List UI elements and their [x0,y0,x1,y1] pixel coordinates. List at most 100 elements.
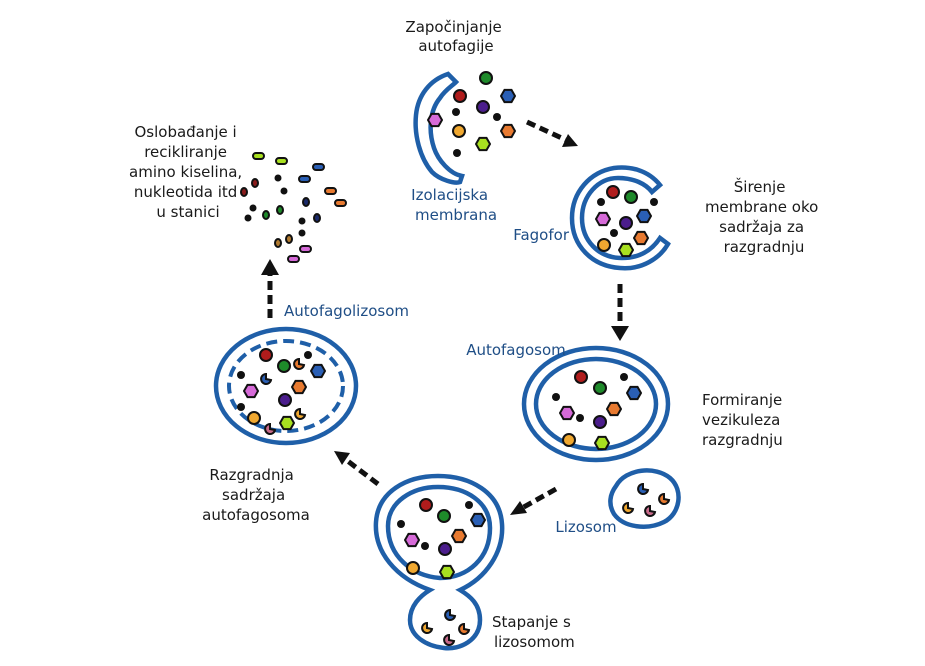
molecule-blue [298,175,311,183]
enzyme-rose [443,633,456,646]
label-expansion: Širenje membrane oko sadržaja za razgrad… [705,177,823,256]
cargo-black [465,501,473,509]
cargo-blue-hex [626,385,642,401]
cargo-black [597,198,605,206]
molecule-navy [313,213,321,223]
cargo-green [624,190,638,204]
cargo-blue-hex [636,208,652,224]
cargo-blue-hex [470,512,486,528]
autophagosome-inner-membrane [533,356,659,452]
enzyme-orange [458,622,471,635]
cargo-black [610,229,618,237]
cargo-yellow [406,561,420,575]
molecule-brown [274,238,282,248]
label-autophagosome: Autofagosom [466,341,566,359]
cargo-orange-hex [451,528,467,544]
cargo-black [237,403,245,411]
molecule-black [298,229,306,237]
molecule-black [298,217,306,225]
cargo-blue-hex [500,88,516,104]
cargo-purple [593,415,607,429]
arrow-expansion-to-vesicle [611,284,629,341]
enzyme-rose [264,422,277,435]
molecule-lime [252,152,265,160]
cargo-black [421,542,429,550]
cargo-purple [278,393,292,407]
label-isolation-membrane: Izolacijska membrana [411,186,497,224]
lysosome-membrane [608,468,681,529]
arrow-degradation-to-release [261,259,279,318]
cargo-lime-hex [618,242,634,258]
cargo-yellow [597,238,611,252]
autolysosome-group [213,326,359,446]
label-phagophore: Fagofor [513,226,570,244]
cargo-orange-hex [633,230,649,246]
enzyme-blue [260,372,273,385]
cargo-black [576,414,584,422]
autolysosome-inner-membrane [227,339,345,433]
label-lysosome: Lizosom [555,518,616,536]
cargo-black [620,373,628,381]
cargo-orange-hex [500,123,516,139]
cargo-green [479,71,493,85]
enzyme-yellow [294,407,307,420]
cargo-pink-hex [243,383,259,399]
released-molecules [240,152,347,263]
autophagosome-group [521,345,671,463]
enzyme-yellow [622,501,635,514]
cargo-pink-hex [404,532,420,548]
phagophore-membrane [569,165,671,271]
enzyme-rose [644,504,657,517]
cargo-red [606,185,620,199]
cargo-lime-hex [439,564,455,580]
cargo-purple [476,100,490,114]
enzyme-orange [293,357,306,370]
label-degradation: Razgradnja sadržaja autofagosoma [202,466,310,524]
cargo-blue-hex [310,363,326,379]
phagophore-group [569,165,671,271]
cargo-black [237,371,245,379]
cargo-red [419,498,433,512]
cargo-pink-hex [427,112,443,128]
cargo-yellow [247,411,261,425]
autophagosome-cargo [552,370,642,451]
label-vesicle: Formiranje vezikuleza razgradnju [702,391,787,449]
enzyme-blue [444,608,457,621]
isolation-membrane [413,71,465,185]
cargo-black [453,149,461,157]
fusion-cargo [397,498,486,646]
cargo-purple [619,216,633,230]
initiation-cargo [427,71,516,157]
cargo-yellow [562,433,576,447]
cargo-lime-hex [594,435,610,451]
arrow-initiation-to-expansion [525,119,578,147]
molecule-navy [302,197,310,207]
arrow-fusion-to-degradation [334,451,380,486]
cargo-lime-hex [475,136,491,152]
molecule-orange [334,199,347,207]
molecule-blue [312,163,325,171]
label-fusion: Stapanje s lizosomom [492,613,576,651]
cargo-black [650,198,658,206]
cargo-green [277,359,291,373]
enzyme-yellow [421,621,434,634]
cargo-red [259,348,273,362]
cargo-green [437,509,451,523]
molecule-red [240,187,248,197]
autophagosome-outer-membrane [521,345,671,463]
cargo-black [304,351,312,359]
fusion-inner-membrane [385,484,493,581]
molecule-green [262,210,270,220]
cargo-red [574,370,588,384]
cargo-black [397,520,405,528]
cargo-pink-hex [559,405,575,421]
molecule-black [249,204,257,212]
molecule-pink [299,245,312,253]
enzyme-blue [637,482,650,495]
molecule-lime [275,157,288,165]
cargo-black [493,113,501,121]
cargo-pink-hex [595,211,611,227]
autolysosome-cargo [237,348,326,435]
molecule-black [274,174,282,182]
arrow-vesicle-to-fusion [510,486,558,515]
